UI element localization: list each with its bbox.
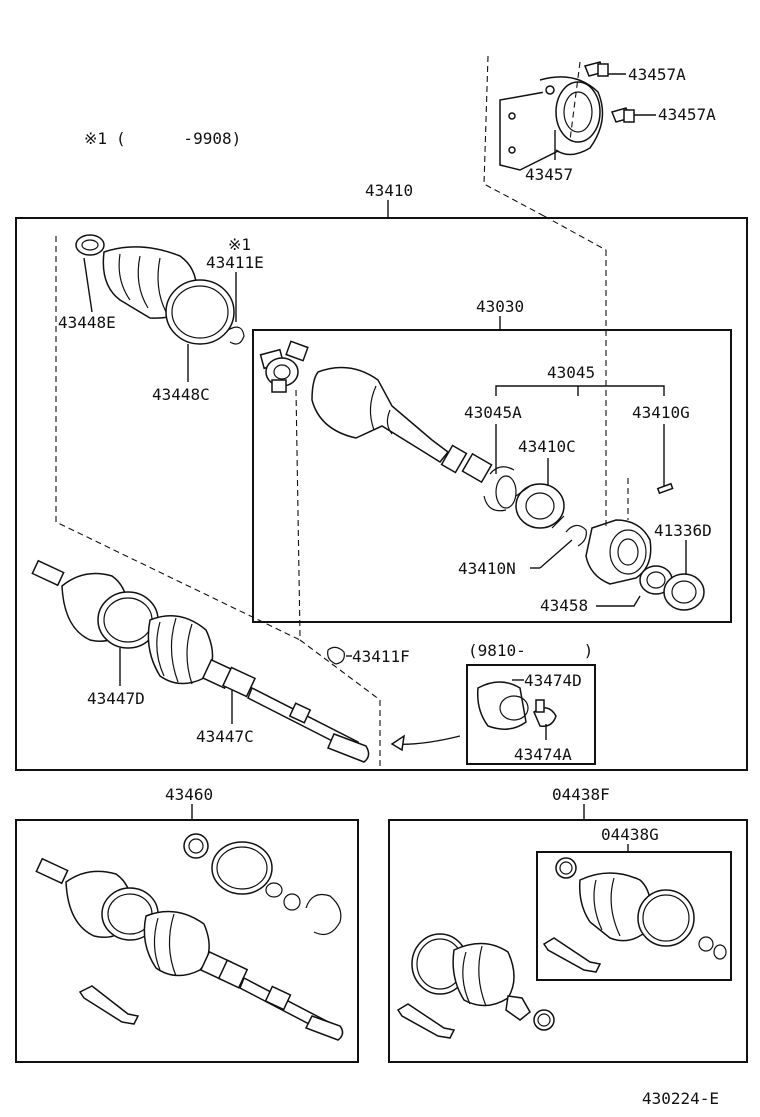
note-symbol: ※1: [84, 129, 107, 148]
rings-43460[interactable]: [265, 882, 342, 935]
label-43410g: 43410G: [632, 403, 690, 422]
boot-clamp-43448e[interactable]: [75, 234, 105, 256]
label-43474d: 43474D: [524, 671, 582, 690]
snap-ring-43045a[interactable]: [483, 466, 517, 512]
label-43458: 43458: [540, 596, 588, 615]
drive-shaft-assembly[interactable]: [31, 559, 370, 763]
boot-clamp-43448c[interactable]: [165, 279, 235, 345]
label-41336d: 41336D: [654, 521, 712, 540]
label-43411e: 43411E: [206, 253, 264, 272]
dust-seal-41336d[interactable]: [639, 565, 705, 611]
outboard-joint-shaft[interactable]: [311, 366, 493, 484]
damper-box: [466, 664, 596, 765]
dynamic-damper-43474d[interactable]: [476, 681, 529, 730]
assembly-43030-box: [252, 329, 732, 623]
label-43045a: 43045A: [464, 403, 522, 422]
tripod-joint[interactable]: [259, 340, 309, 393]
bolt-43457a-upper[interactable]: [583, 61, 609, 77]
boot-clamp-large-43460[interactable]: [211, 841, 273, 895]
label-43410c: 43410C: [518, 437, 576, 456]
label-43447c: 43447C: [196, 727, 254, 746]
label-43030: 43030: [476, 297, 524, 316]
bolt-43457a-lower[interactable]: [610, 107, 635, 123]
bearing-43410c[interactable]: [515, 483, 565, 529]
boot-kit-04438f-parts[interactable]: [396, 933, 555, 1039]
boot-kit-04438f-box: [388, 819, 748, 1063]
boot-clamp-small-43460[interactable]: [183, 833, 209, 859]
note-range: ( -9908): [116, 129, 241, 148]
label-43448c: 43448C: [152, 385, 210, 404]
label-43457a-upper: 43457A: [628, 65, 686, 84]
label-43045: 43045: [547, 363, 595, 382]
snap-ring-43410n[interactable]: [565, 524, 587, 547]
assembly-43460-box: [15, 819, 359, 1063]
pin-43410g[interactable]: [656, 482, 674, 495]
snap-ring-43411f[interactable]: [327, 646, 345, 665]
figure-code: 430224-E: [642, 1089, 719, 1108]
label-04438g: 04438G: [601, 825, 659, 844]
label-43474a: 43474A: [514, 745, 572, 764]
label-43411e-mark: ※1: [228, 235, 251, 254]
drive-shaft-43460[interactable]: [35, 857, 344, 1041]
label-43447d: 43447D: [87, 689, 145, 708]
snap-ring-43411e[interactable]: [227, 326, 245, 345]
label-43460: 43460: [165, 785, 213, 804]
assembly-43410-box: [15, 217, 748, 771]
clamp-43474a[interactable]: [533, 699, 557, 728]
label-43457a-lower: 43457A: [658, 105, 716, 124]
label-43411f: 43411F: [352, 647, 410, 666]
label-43448e: 43448E: [58, 313, 116, 332]
label-43457: 43457: [525, 165, 573, 184]
label-43410: 43410: [365, 181, 413, 200]
center-bearing-bracket[interactable]: [499, 76, 604, 171]
bearing-housing-43458[interactable]: [585, 519, 652, 585]
grease-tube-43460[interactable]: [78, 985, 140, 1025]
boot-kit-04438g-box: [536, 851, 732, 981]
label-04438f: 04438F: [552, 785, 610, 804]
label-range-9810: (9810- ): [468, 641, 593, 660]
boot-kit-04438g-parts[interactable]: [542, 857, 727, 973]
label-43410n: 43410N: [458, 559, 516, 578]
